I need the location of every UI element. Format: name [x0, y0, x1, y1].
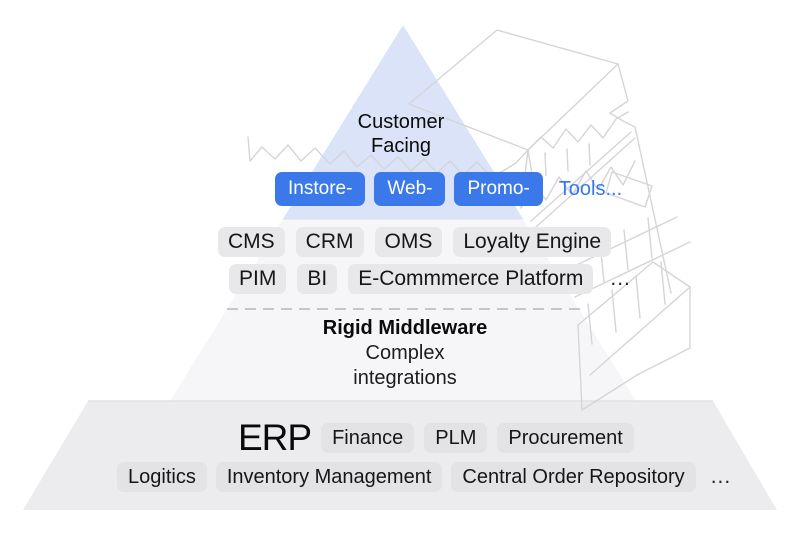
middleware-title: Rigid Middleware	[322, 317, 488, 339]
wireframe-torn-zigzag-left	[247, 136, 529, 177]
chip-central-order-repository: Central Order Repository	[451, 462, 696, 492]
chip-crm: CRM	[295, 227, 364, 257]
wireframe-bottom-box-edges	[577, 286, 691, 411]
wireframe-ladder-rails	[561, 216, 691, 298]
erp-more-label: ...	[710, 465, 732, 488]
wireframe-mid-box-right-edge	[634, 126, 672, 294]
applications-row1: CMS CRM OMS Loyalty Engine	[218, 227, 612, 257]
wireframe-torn-edge-a	[527, 111, 629, 151]
chip-procurement: Procurement	[497, 423, 634, 453]
middleware-label: Rigid Middleware Complex integrations	[255, 316, 555, 391]
chip-logitics: Logitics	[117, 462, 207, 492]
wireframe-right-jag	[609, 63, 636, 128]
wireframe-bottom-box-ticks	[587, 261, 666, 345]
instore-pill: Instore-	[275, 172, 366, 206]
erp-row2: Logitics Inventory Management Central Or…	[117, 462, 731, 492]
web-pill: Web-	[374, 172, 446, 206]
customer-facing-label-line1: Customer	[357, 111, 445, 133]
promo-pill: Promo-	[454, 172, 543, 206]
chip-ecommerce-platform: E-Commmerce Platform	[348, 264, 594, 294]
chip-plm: PLM	[424, 423, 488, 453]
tools-more-label: Tools...	[558, 177, 623, 200]
applications-row2: PIM BI E-Commmerce Platform ...	[229, 264, 631, 294]
wireframe-ticks-a	[544, 143, 591, 176]
chip-loyalty-engine: Loyalty Engine	[453, 227, 612, 257]
customer-facing-triangle	[283, 25, 523, 219]
chip-oms: OMS	[374, 227, 443, 257]
wireframe-bottom-box-top	[577, 261, 691, 376]
customer-tools-row: Instore- Web- Promo- Tools...	[275, 172, 622, 206]
erp-row1: ERP Finance PLM Procurement	[238, 417, 634, 459]
applications-more-label: ...	[610, 267, 631, 290]
middleware-subtitle-line1: Complex	[365, 342, 445, 364]
wireframe-small-panel	[605, 171, 653, 208]
customer-facing-label-line2: Facing	[370, 135, 432, 157]
erp-label: ERP	[238, 417, 312, 458]
chip-bi: BI	[297, 264, 338, 294]
wireframe-seam-lines	[530, 131, 636, 228]
chip-inventory-management: Inventory Management	[215, 462, 443, 492]
customer-facing-label: Customer Facing	[301, 110, 501, 158]
chip-pim: PIM	[229, 264, 287, 294]
chip-cms: CMS	[218, 227, 285, 257]
chip-finance: Finance	[321, 423, 415, 453]
middleware-subtitle-line2: integrations	[353, 367, 457, 389]
